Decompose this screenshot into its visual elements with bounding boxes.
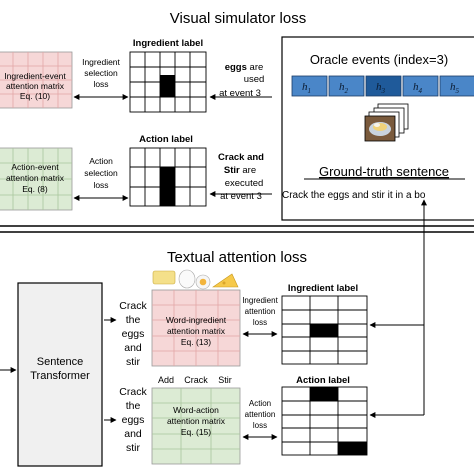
ingredient-event-matrix-line3: Eq. (10) xyxy=(20,91,50,101)
action-label-title: Action label xyxy=(139,134,193,145)
textual-action-active-cell-2 xyxy=(338,442,367,455)
ground-truth-sentence: Crack the eggs and stir it in a bo xyxy=(282,190,426,201)
action-header-stir: Stir xyxy=(218,375,232,385)
ingredient-event-matrix-grid xyxy=(0,52,72,108)
action-header-crack: Crack xyxy=(184,375,208,385)
oracle-events-title: Oracle events (index=3) xyxy=(310,52,448,67)
word-ingredient-matrix: Word-ingredient attention matrix Eq. (13… xyxy=(151,289,241,367)
ingredient-label-title: Ingredient label xyxy=(133,38,203,49)
sentence-word-5b: stir xyxy=(126,442,141,454)
word-action-matrix: Word-action attention matrix Eq. (15) xyxy=(151,387,241,465)
word-ingredient-matrix-grid xyxy=(152,290,240,366)
action-selection-loss-line3: loss xyxy=(93,180,108,190)
word-action-matrix-line1: Word-action xyxy=(173,405,219,415)
word-action-matrix-bg xyxy=(151,387,241,465)
action-event-matrix-line1: Action-event xyxy=(11,162,59,172)
sentence-word-3b: eggs xyxy=(122,414,145,426)
ingredient-selection-loss-line3: loss xyxy=(93,79,108,89)
event-label-2: h2 xyxy=(339,81,349,95)
sentence-word-2b: the xyxy=(126,400,141,412)
sentence-transformer-box xyxy=(17,282,103,467)
word-ingredient-matrix-line3: Eq. (13) xyxy=(181,337,211,347)
event-row: h1 h2 h3 h4 h5 xyxy=(291,75,474,97)
action-desc-line2: Stir are xyxy=(224,165,256,176)
sentence-word-1b: Crack xyxy=(119,386,147,398)
event-box-3 xyxy=(365,75,402,97)
visual-section-title: Visual simulator loss xyxy=(170,10,306,27)
ingredient-event-matrix-line2: attention matrix xyxy=(6,81,65,91)
word-ingredient-matrix-line2: attention matrix xyxy=(167,326,226,336)
sentence-word-5a: stir xyxy=(126,356,141,368)
action-header-add: Add xyxy=(158,375,174,385)
action-desc-line1: Crack and xyxy=(218,152,264,163)
action-attention-loss-line2: attention xyxy=(245,410,276,419)
word-ingredient-matrix-line1: Word-ingredient xyxy=(166,315,227,325)
ingredient-attention-loss-line2: attention xyxy=(245,307,276,316)
textual-action-label-title: Action label xyxy=(296,375,350,386)
ingredient-event-matrix-line1: Ingredient-event xyxy=(4,71,66,81)
action-selection-loss-line2: selection xyxy=(84,168,118,178)
action-desc-line3: executed xyxy=(225,178,264,189)
sentence-word-3a: eggs xyxy=(122,328,145,340)
ingredient-desc-line3: at event 3 xyxy=(219,88,261,99)
action-attention-loss-line3: loss xyxy=(253,421,267,430)
word-action-matrix-line3: Eq. (15) xyxy=(181,427,211,437)
sentence-word-4a: and xyxy=(124,342,142,354)
event-box-5 xyxy=(439,75,474,97)
word-action-matrix-grid xyxy=(152,388,240,464)
action-event-matrix-line3: Eq. (8) xyxy=(22,184,48,194)
sentence-word-4b: and xyxy=(124,428,142,440)
sentence-word-2a: the xyxy=(126,314,141,326)
action-event-matrix-line2: attention matrix xyxy=(6,173,65,183)
egg-icon xyxy=(178,269,196,289)
event-box-4 xyxy=(402,75,439,97)
action-attention-loss-line1: Action xyxy=(249,399,271,408)
video-frames-icon xyxy=(364,103,409,142)
sentence-word-1a: Crack xyxy=(119,300,147,312)
ingredient-attention-loss-line1: Ingredient xyxy=(242,296,278,305)
sentence-transformer-line2: Transformer xyxy=(30,370,90,382)
event-label-5: h5 xyxy=(450,81,460,95)
event-box-2 xyxy=(328,75,365,97)
oracle-events-box xyxy=(281,36,474,221)
cheese-icon xyxy=(212,273,239,288)
action-label-active-cell-1 xyxy=(160,167,175,187)
ingredient-selection-loss-line2: selection xyxy=(84,68,118,78)
event-label-4: h4 xyxy=(413,81,423,95)
event-label-1: h1 xyxy=(302,81,311,95)
action-selection-loss-line1: Action xyxy=(89,156,113,166)
ingredient-attention-loss-line3: loss xyxy=(253,318,267,327)
ingredient-desc-line2: used xyxy=(244,74,265,85)
ingredient-label-grid xyxy=(129,51,207,113)
ingredient-label-active-cell xyxy=(160,75,175,97)
action-event-matrix-grid xyxy=(0,148,72,210)
butter-icon xyxy=(152,270,176,285)
textual-action-active-cell-1 xyxy=(310,387,338,401)
ingredient-event-matrix: Ingredient-event attention matrix Eq. (1… xyxy=(0,51,73,109)
action-desc-line4: at event 3 xyxy=(220,191,262,202)
action-event-matrix: Action-event attention matrix Eq. (8) xyxy=(0,147,73,211)
ingredient-selection-loss-line1: Ingredient xyxy=(82,57,120,67)
ingredient-desc-line1: eggs are xyxy=(225,62,264,73)
textual-ingredient-active-cell xyxy=(310,324,338,337)
ground-truth-title: Ground-truth sentence xyxy=(319,164,449,179)
event-label-3: h3 xyxy=(376,81,386,95)
event-box-1 xyxy=(291,75,328,97)
action-label-active-cell-2 xyxy=(160,187,175,206)
textual-section-title: Textual attention loss xyxy=(167,249,307,266)
textual-ingredient-label-title: Ingredient label xyxy=(288,283,358,294)
sentence-transformer-line1: Sentence xyxy=(37,356,83,368)
ingredient-icons xyxy=(152,269,239,290)
textual-ingredient-label-grid xyxy=(281,295,368,365)
word-action-matrix-line2: attention matrix xyxy=(167,416,226,426)
